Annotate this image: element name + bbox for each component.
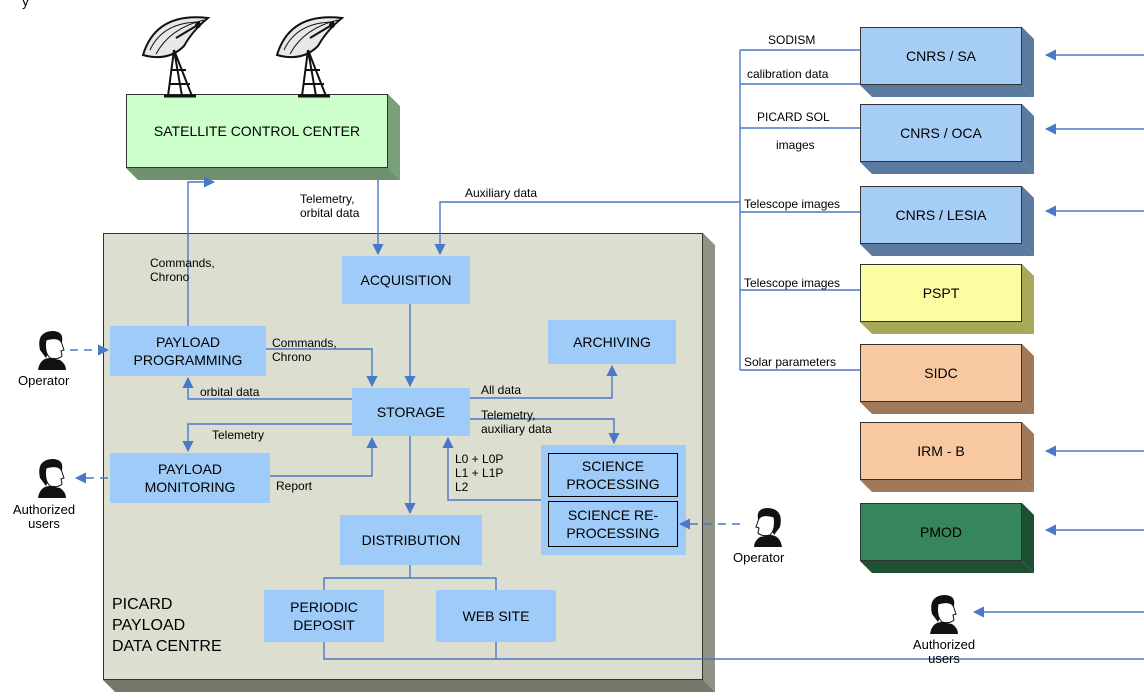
report-link <box>270 436 378 477</box>
solar-parameters-label: Solar parameters <box>744 355 837 369</box>
images-label: images <box>776 138 815 152</box>
archive-link <box>470 364 618 399</box>
orbital-data-label: orbital data <box>200 385 260 399</box>
external-source-side <box>1022 27 1034 97</box>
external-source-side <box>1022 264 1034 334</box>
satellite-control-center-side <box>388 94 400 180</box>
external-source-box: CNRS / OCA <box>860 104 1022 162</box>
satellite-control-center-bottom <box>126 168 400 180</box>
commands-chrono-right-label: Commands, Chrono <box>272 336 337 364</box>
external-source-box: PSPT <box>860 264 1022 322</box>
external-source-bottom <box>860 244 1034 256</box>
user-delivery-link <box>323 642 1144 660</box>
data-centre-side-face <box>703 233 715 692</box>
top-fragment-text: y <box>22 0 29 9</box>
commands-uplink <box>187 176 216 326</box>
satellite-dish-icon <box>275 16 345 98</box>
external-source-box: IRM - B <box>860 422 1022 480</box>
external-source-bottom <box>860 402 1034 414</box>
external-source-box: CNRS / SA <box>860 27 1022 85</box>
external-source-side <box>1022 186 1034 256</box>
telemetry-monitoring-link <box>182 423 352 453</box>
external-source-box: SIDC <box>860 344 1022 402</box>
external-source-side <box>1022 422 1034 492</box>
periodic-deposit-box: PERIODIC DEPOSIT <box>264 590 384 642</box>
authorized-user-icon <box>38 459 66 498</box>
external-source-bottom <box>860 480 1034 492</box>
auxiliary-data-link <box>434 201 740 256</box>
payload-monitoring-box: PAYLOAD MONITORING <box>110 453 270 503</box>
external-source-side <box>1022 344 1034 414</box>
distribution-split <box>410 577 497 590</box>
science-input-link <box>470 418 620 445</box>
sodism-label: SODISM <box>768 33 816 47</box>
satellite-dish-icon <box>141 16 211 98</box>
payload-programming-box: PAYLOAD PROGRAMMING <box>110 326 266 376</box>
external-source-box: CNRS / LESIA <box>860 186 1022 244</box>
picard-sol-label: PICARD SOL <box>757 110 830 124</box>
external-source-bottom <box>860 322 1034 334</box>
telemetry-orbital-label: Telemetry, orbital data <box>300 192 360 220</box>
telemetry-label: Telemetry <box>212 428 265 442</box>
telescope-images-label: Telescope images <box>744 197 841 211</box>
all-data-label: All data <box>481 383 522 397</box>
science-reprocessing-box: SCIENCE RE- PROCESSING <box>548 501 678 547</box>
data-centre-label: PICARD PAYLOAD DATA CENTRE <box>112 596 222 655</box>
external-source-bottom <box>860 561 1034 573</box>
external-source-box: PMOD <box>860 503 1022 561</box>
external-source-side <box>1022 104 1034 174</box>
distribution-box: DISTRIBUTION <box>340 515 482 565</box>
data-centre-bottom-face <box>103 680 715 692</box>
external-source-bottom <box>860 85 1034 97</box>
commands-storage-link <box>266 348 378 388</box>
commands-chrono-up-label: Commands, Chrono <box>150 256 215 284</box>
telemetry-auxiliary-label: Telemetry, auxiliary data <box>481 408 552 436</box>
authorized-user-icon <box>930 595 958 634</box>
operator-right-label: Operator <box>733 550 785 565</box>
archiving-box: ARCHIVING <box>548 320 676 364</box>
satellite-control-center-box: SATELLITE CONTROL CENTER <box>126 94 388 168</box>
distribution-split <box>323 565 411 590</box>
orbital-data-link <box>182 376 352 400</box>
levels-label: L0 + L0P L1 + L1P L2 <box>455 452 504 494</box>
operator-left-label: Operator <box>18 373 70 388</box>
calibration-data-label: calibration data <box>747 67 829 81</box>
authorized-users-left-label: Authorized users <box>12 502 76 531</box>
science-processing-box: SCIENCE PROCESSING <box>548 453 678 497</box>
report-label: Report <box>276 479 313 493</box>
storage-box: STORAGE <box>352 388 470 436</box>
science-output-link <box>442 436 541 501</box>
external-source-bottom <box>860 162 1034 174</box>
authorized-users-right-label: Authorized users <box>912 637 976 666</box>
web-site-box: WEB SITE <box>436 590 556 642</box>
auxiliary-data-label: Auxiliary data <box>465 186 538 200</box>
external-source-side <box>1022 503 1034 573</box>
telescope-images-label: Telescope images <box>744 276 841 290</box>
operator-icon <box>38 331 66 370</box>
acquisition-box: ACQUISITION <box>342 256 470 304</box>
operator-icon <box>754 508 782 547</box>
